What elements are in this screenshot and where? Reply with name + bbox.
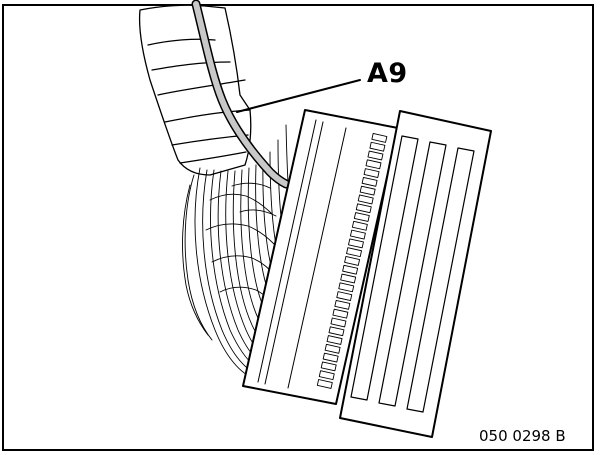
callout-label-a9: A9 [367,58,408,89]
connector-left-half [242,109,399,405]
harness-wrap [138,4,252,176]
figure-reference-code: 050 0298 B [479,427,566,445]
connector-right-half [339,110,492,438]
connector-pin-row [316,133,388,389]
wire-a9 [191,0,291,189]
callout-leader-line [236,79,361,113]
